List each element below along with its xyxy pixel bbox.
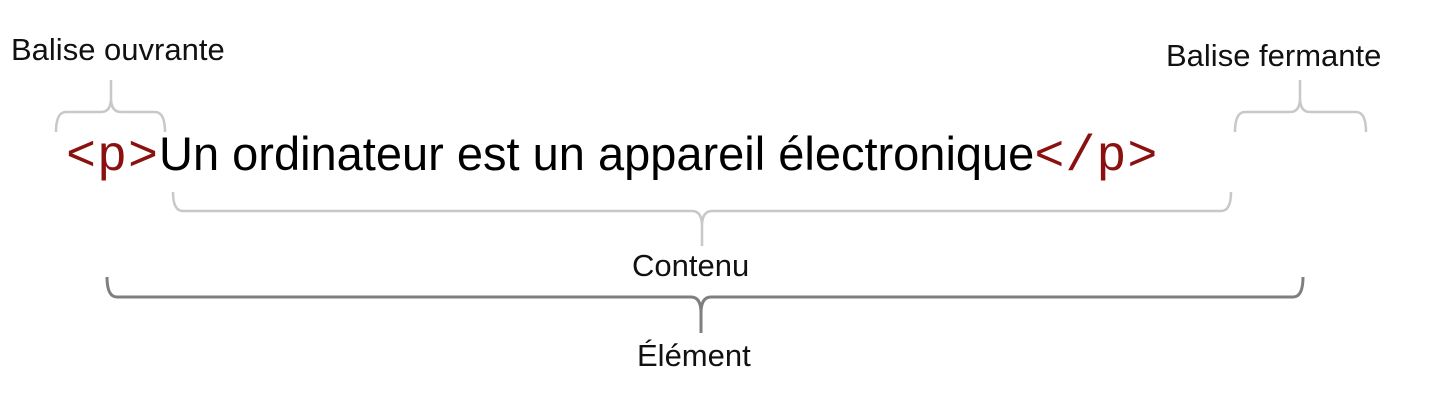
closing-tag-bracket	[1233, 80, 1368, 133]
opening-tag: <p>	[66, 129, 160, 186]
html-element-example: <p>Un ordinateur est un appareil électro…	[66, 130, 1158, 190]
closing-tag-label: Balise fermante	[1166, 38, 1382, 73]
element-content: Un ordinateur est un appareil électroniq…	[159, 127, 1035, 180]
content-label: Contenu	[632, 248, 750, 283]
opening-tag-label: Balise ouvrante	[11, 32, 225, 67]
closing-tag: </p>	[1034, 129, 1159, 186]
opening-tag-bracket	[54, 80, 167, 133]
element-bracket	[105, 276, 1305, 333]
element-label: Élément	[637, 338, 751, 373]
content-bracket	[171, 191, 1233, 246]
